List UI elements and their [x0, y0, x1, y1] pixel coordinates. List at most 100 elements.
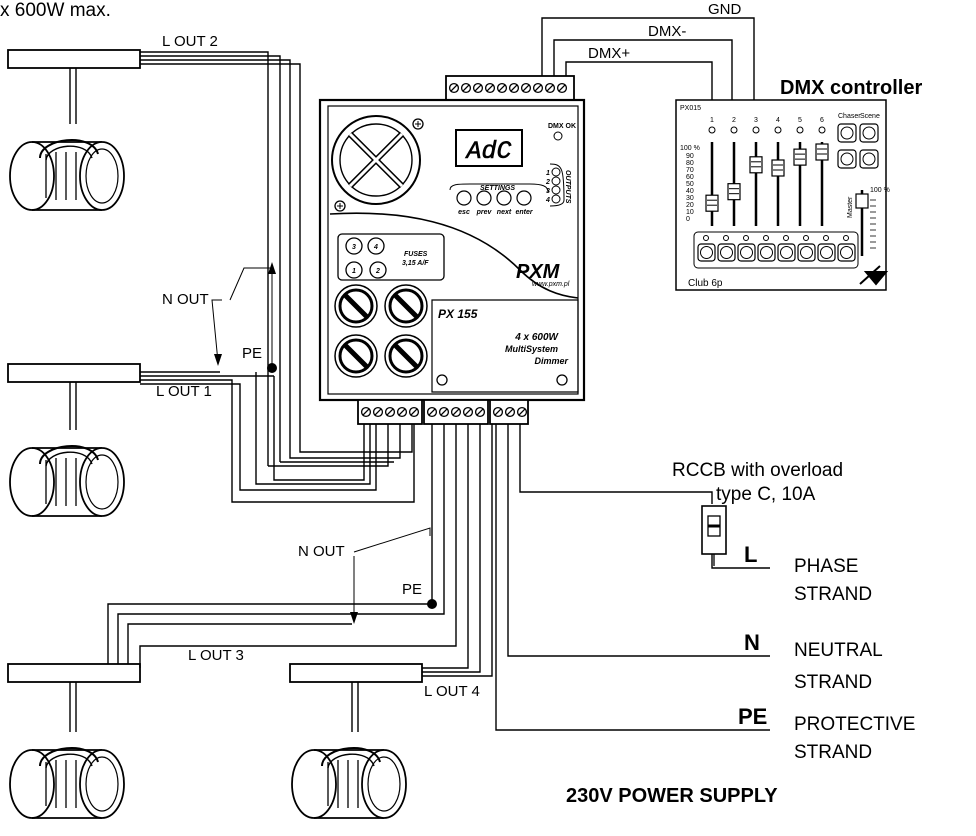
fader-knob-6: [815, 143, 829, 161]
terminal-screw-icon: [496, 82, 508, 94]
protective-label-2: STRAND: [794, 742, 872, 763]
dmx-controller-title: DMX controller: [780, 77, 922, 99]
channel-number: 3: [754, 117, 758, 124]
label-l-out-2: L OUT 2: [162, 33, 218, 50]
rccb-line-2: type C, 10A: [716, 484, 816, 505]
channel-number: 6: [820, 117, 824, 124]
scale-value: 60: [686, 174, 694, 181]
output-led-number: 3: [546, 188, 550, 195]
scale-value: 30: [686, 195, 694, 202]
settings-button-enter: [516, 190, 532, 206]
scale-value: 0: [686, 216, 690, 223]
label-dmx-plus: DMX+: [588, 45, 630, 62]
channel-number: 1: [710, 117, 714, 124]
terminal-screw-icon: [474, 406, 486, 418]
wires-lamps-3-4: [107, 422, 493, 677]
controller-model-name: Club 6p: [688, 278, 723, 289]
channel-led-2: [730, 126, 738, 134]
terminal-screw-icon: [384, 406, 396, 418]
channel-number: 5: [798, 117, 802, 124]
terminal-screw-icon: [508, 82, 520, 94]
rccb-breaker-icon: [701, 505, 727, 566]
fuse-1-icon: [345, 261, 363, 279]
master-label: Master: [847, 196, 854, 218]
fuse-number: 1: [352, 268, 356, 275]
scene-label: Scene: [860, 113, 880, 120]
lamp-bar-1: [7, 363, 141, 430]
channel-number: 2: [732, 117, 736, 124]
label-n-out-upper: N OUT: [162, 291, 209, 308]
settings-button-prev: [476, 190, 492, 206]
dmx-ok-label: DMX OK: [548, 123, 576, 130]
terminal-screw-icon: [544, 82, 556, 94]
output-led-number: 1: [546, 170, 550, 177]
fader-knob-4: [771, 159, 785, 177]
dmx-ok-led: [553, 131, 563, 141]
scale-value: 10: [686, 209, 694, 216]
label-l-out-3: L OUT 3: [188, 647, 244, 664]
neutral-label-2: STRAND: [794, 672, 872, 693]
wires-lamp-2: [140, 51, 413, 467]
scale-value: 70: [686, 167, 694, 174]
lamp-icon-1: [9, 445, 125, 517]
label-n-out-lower: N OUT: [298, 543, 345, 560]
terminal-screw-icon: [360, 406, 372, 418]
fader-knob-2: [727, 183, 741, 201]
n-out-arrow-mid: [214, 354, 222, 366]
fuse-number: 2: [375, 268, 380, 275]
channel-led-1: [708, 126, 716, 134]
output-led-1: [551, 167, 561, 177]
fuse-2-icon: [369, 261, 387, 279]
fader-knob-5: [793, 148, 807, 166]
lamp-bar-4: [289, 663, 423, 732]
scale-value: 80: [686, 160, 694, 167]
dmx-wires: [541, 17, 755, 104]
phase-letter: L: [744, 542, 757, 567]
settings-button-next: [496, 190, 512, 206]
scale-value: 40: [686, 188, 694, 195]
scale-value: 50: [686, 181, 694, 188]
label-pe-lower: PE: [402, 581, 422, 598]
scale-value: 100 %: [680, 145, 700, 152]
terminal-screw-icon: [520, 82, 532, 94]
fader-knob-3: [749, 156, 763, 174]
controller-model-small: PX015: [680, 105, 701, 112]
output-led-number: 2: [545, 179, 550, 186]
lamp-icon-2: [9, 139, 125, 211]
settings-button-esc: [456, 190, 472, 206]
n-out-arrow-lower: [350, 612, 358, 624]
terminal-screw-icon: [426, 406, 438, 418]
terminal-screw-icon: [472, 82, 484, 94]
fader-knob-1: [705, 194, 719, 212]
neutral-label-1: NEUTRAL: [794, 640, 883, 661]
label-dmx-minus: DMX-: [648, 23, 686, 40]
phase-label-1: PHASE: [794, 556, 858, 577]
segment-display: [455, 129, 523, 167]
label-pe-upper: PE: [242, 345, 262, 362]
lamp-bar-2: [7, 49, 141, 124]
pe-letter: PE: [738, 704, 767, 729]
terminal-screw-icon: [408, 406, 420, 418]
terminal-screw-icon: [504, 406, 516, 418]
settings-button-label: enter: [515, 209, 533, 216]
spec-line-1: 4 x 600W: [514, 332, 559, 343]
controller-x-logo: [859, 265, 889, 286]
chaser-label: Chaser: [838, 113, 861, 120]
channel-number: 4: [776, 117, 780, 124]
settings-button-label: prev: [476, 209, 493, 216]
output-led-3: [551, 185, 561, 195]
settings-label: SETTINGS: [480, 185, 515, 192]
terminal-screw-icon: [438, 406, 450, 418]
display-text: AdC: [464, 137, 511, 166]
neutral-letter: N: [744, 630, 760, 655]
output-led-number: 4: [545, 197, 550, 204]
terminal-screw-icon: [462, 406, 474, 418]
scale-value: 90: [686, 153, 694, 160]
wires-lamp-1: [140, 371, 415, 503]
fuses-panel: [337, 233, 445, 281]
spec-line-3: Dimmer: [534, 356, 568, 366]
top-note: x 600W max.: [0, 0, 111, 21]
